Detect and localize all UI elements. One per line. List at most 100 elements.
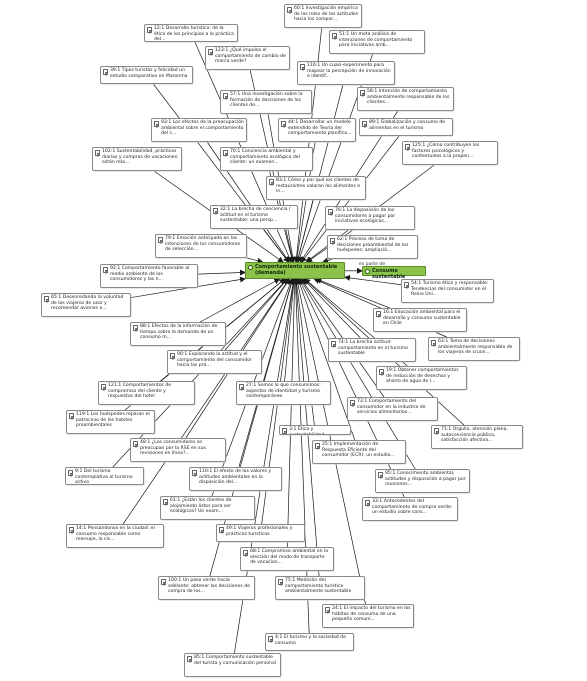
document-icon [101,384,106,390]
document-label: 63:1 Toma de decisiones ambientalmente r… [438,339,513,356]
document-node[interactable]: 9:1 Del turismo contemplativo al turismo… [65,467,144,485]
document-node[interactable]: 74:1 La brecha actitud-comportamiento en… [328,338,416,362]
document-icon [208,49,213,55]
document-node[interactable]: 57:1 Una investigación sobre la formació… [220,90,312,114]
document-node[interactable]: 4:1 El turismo y la sociedad de consumo [265,633,354,651]
document-node[interactable]: 71:1 Orgullo, atención plena, autoconcie… [431,425,523,449]
document-node[interactable]: 39:1 Tipos turistas y felicidad un estud… [100,66,193,84]
document-node[interactable]: 44:1 Desarrollar un modelo extendido de … [278,118,356,142]
document-icon [239,384,244,390]
document-node[interactable]: 58:1 Intención de comportamiento ambient… [357,87,454,111]
document-node[interactable]: 92:1 Comportamiento favorable al medio a… [100,264,198,288]
document-node[interactable]: 3:1 Ética y sustentabilidad [279,425,351,435]
document-node[interactable]: 79:1 Emoción anticipada en las intencion… [155,234,247,258]
document-node[interactable]: 12:1 Desarrollo turístico: de la ética d… [144,24,238,42]
document-icon [325,607,330,613]
document-node[interactable]: 60:1 Investigación empírica de los roles… [284,4,362,28]
document-label: 73:1 Comportamiento del consumidor en la… [357,399,426,416]
document-node[interactable]: 116:1 Un cuasi-experimento para mapear l… [297,61,395,85]
document-node[interactable]: 123:1 ¿Qué impulsa el comportamiento de … [205,46,290,70]
document-node[interactable]: 85:1 Comportamiento sustentable del turi… [184,653,281,677]
code-node-consumo-sustentable[interactable]: Consumo sustentable [362,266,426,280]
document-label: 100:1 Un paso verde hacia adelante: obte… [168,578,250,595]
document-node[interactable]: 62:1 Proceso de toma de decisiones proam… [327,235,418,259]
document-label: 65:1 Desenredando la voluntad de los via… [51,295,124,312]
document-node[interactable]: 121:1 Comportamientos de compromiso del … [98,381,195,405]
document-node[interactable]: 65:1 Desenredando la voluntad de los via… [41,293,131,317]
document-icon [281,121,286,127]
document-icon [365,500,370,506]
document-icon [223,150,228,156]
document-label: 74:1 La brecha actitud-comportamiento en… [338,340,408,357]
document-label: 57:1 Una investigación sobre la formació… [230,92,303,109]
code-node-comportamiento-sustentable[interactable]: Comportamiento sustentable (demanda) [245,262,345,279]
document-node[interactable]: 54:1 Turismo ético y responsable: Tenden… [401,279,494,303]
document-icon [431,340,436,346]
document-icon [68,470,73,476]
document-node[interactable]: 63:1 Toma de decisiones ambientalmente r… [428,337,520,361]
document-node[interactable]: 33:1 Antecedentes del comportamiento de … [362,497,458,521]
document-label: 49:1 Viajeros profesionales y prácticas … [226,526,293,537]
document-node[interactable]: 14:1 Pensandonos en la ciudad: el consum… [66,524,164,548]
document-label: 71:1 Orgullo, atención plena, autoconcie… [441,427,508,444]
document-node[interactable]: 32:1 La brecha de conciencia / actitud e… [210,205,298,229]
edge-n90 [224,278,289,351]
document-label: 88:1 Efectos de la información de tiempo… [140,324,218,341]
document-node[interactable]: 93:1 Los efectos de la preocupación ambi… [151,118,247,142]
edge-n32 [262,228,290,263]
document-icon [300,64,305,70]
document-node[interactable]: 76:1 La disposición de los consumidores … [325,206,415,230]
document-label: 12:1 Desarrollo turístico: de la ética d… [154,26,234,42]
document-label: 14:1 Pensandonos en la ciudad: el consum… [76,526,155,543]
document-node[interactable]: 88:1 Efectos de la información de tiempo… [130,322,226,346]
document-node[interactable]: 24:1 El impacto del turismo en los hábit… [322,604,414,628]
document-node[interactable]: 61:1 ¿Están los clientes de alojamiento … [160,496,255,520]
document-node[interactable]: 27:1 Somos lo que consumimos: aspectos d… [236,381,331,405]
document-label: 39:1 Tipos turistas y felicidad un estud… [110,68,188,79]
document-icon [163,499,168,505]
document-node[interactable]: 16:1 Educación ambiental para el desarro… [373,308,467,332]
edge-n74 [302,278,361,339]
document-node[interactable]: 102:1 Sustentabilidad, prácticas diarias… [92,147,182,171]
document-icon [223,93,228,99]
document-node[interactable]: 95:1 Conocimiento ambiental, actitudes y… [375,469,470,493]
document-node[interactable]: 89:1 Globalización y consumo de alimento… [359,118,453,136]
document-node[interactable]: 48:1 ¿Los consumidores se preocupan por … [130,438,226,462]
document-label: 3:1 Ética y sustentabilidad [289,427,324,434]
document-label: 89:1 Globalización y consumo de alimento… [369,120,446,131]
document-node[interactable]: 75:1 Medición del comportamiento turísti… [275,576,365,600]
document-node[interactable]: 90:1 Explorando la actitud y el comporta… [167,350,262,374]
document-label: 33:1 Antecedentes del comportamiento de … [372,499,453,516]
code-label: Consumo sustentable [372,268,406,280]
document-node[interactable]: 68:1 Compromiso ambiental en la elección… [240,547,334,571]
document-icon [278,579,283,585]
document-label: 4:1 El turismo y la sociedad de consumo [275,635,346,646]
edge-n16 [315,278,390,309]
document-node[interactable]: 100:1 Un paso verde hacia adelante: obte… [158,576,255,600]
document-node[interactable]: 19:1 Obtener comportamientos de reducció… [376,366,467,390]
document-icon [154,121,159,127]
document-icon [331,341,336,347]
document-icon [379,369,384,375]
document-node[interactable]: 73:1 Comportamiento del consumidor en la… [347,397,438,421]
document-label: 60:1 Investigación empírica de los roles… [294,6,359,23]
document-icon [69,527,74,533]
document-icon [287,7,292,13]
document-node[interactable]: 25:1 Implementación de Respuesta Eficien… [312,440,406,464]
document-node[interactable]: 110:1 El efecto de los valores y actitud… [189,467,282,491]
document-label: 83:1 Cómo y por qué los clientes de rest… [276,178,361,195]
document-node[interactable]: 49:1 Viajeros profesionales y prácticas … [216,524,305,542]
document-node[interactable]: 70:1 Conciencia ambiental y comportamien… [220,147,313,171]
document-icon [44,296,49,302]
document-node[interactable]: 119:1 Los huéspedes reparan el patrocini… [66,410,155,434]
document-label: 27:1 Somos lo que consumimos: aspectos d… [246,383,321,400]
document-icon [269,179,274,185]
document-icon [378,472,383,478]
document-icon [103,69,108,75]
document-node[interactable]: 83:1 Cómo y por qué los clientes de rest… [266,176,366,200]
document-label: 79:1 Emoción anticipada en las intencion… [165,236,241,253]
document-node[interactable]: 51:1 Un meta análisis de intenciones de … [329,30,425,54]
document-node[interactable]: 125:1 ¿Cómo contribuyen los factores psi… [402,141,498,165]
document-label: 19:1 Obtener comportamientos de reducció… [386,368,459,385]
document-label: 58:1 Intención de comportamiento ambient… [367,89,450,106]
